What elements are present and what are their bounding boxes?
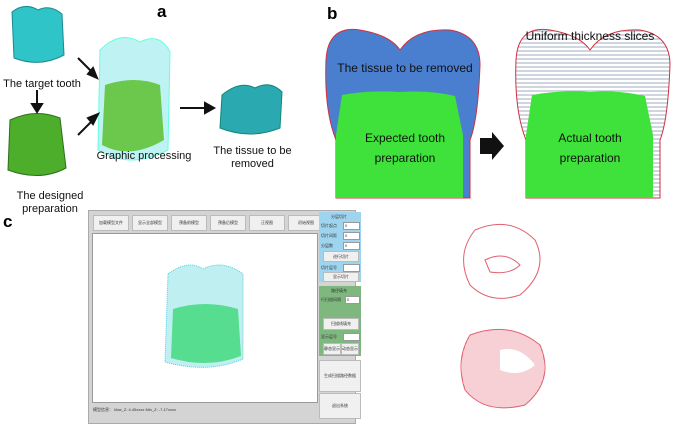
- label-actual-prep: Actual tooth preparation: [558, 131, 622, 165]
- fill-group-title: 路径填充: [331, 288, 347, 293]
- label-tissue-removed: The tissue to be removed: [337, 61, 473, 75]
- label-uniform-slices: Uniform thickness slices: [525, 29, 655, 43]
- generate-path-button[interactable]: 生成扫描路径数据: [319, 360, 361, 392]
- load-model-button[interactable]: 加载模型文件: [93, 215, 129, 231]
- layers-input[interactable]: 0: [343, 242, 360, 250]
- target-tooth: [11, 6, 65, 63]
- slice-group-title: 分层切片: [331, 214, 347, 219]
- exit-button[interactable]: 退出系统: [319, 393, 361, 419]
- combined-prep: [102, 80, 164, 152]
- show-layer-select[interactable]: [343, 333, 360, 341]
- layer-no-select[interactable]: [343, 264, 360, 272]
- slice-interval-label: 切片间距: [321, 233, 337, 238]
- panel-b-illustration: [325, 28, 671, 199]
- status-bar: 模型信息： Max_Z: 4.45xxxx Min_Z: -7.17xxxx: [93, 407, 176, 412]
- panel-label-c: c: [3, 212, 13, 231]
- point-cloud-tooth: [164, 264, 244, 368]
- scan-fill-button[interactable]: 扫描线填充: [323, 318, 359, 330]
- caption-graphic-processing: Graphic processing: [96, 150, 192, 162]
- static-display-button[interactable]: 静态显示: [323, 343, 341, 355]
- scan-interval-input[interactable]: 0: [345, 296, 360, 304]
- arrows: [30, 57, 217, 136]
- front-view-button[interactable]: 正视图: [249, 215, 285, 231]
- fill-group: 路径填充 行扫描间隔 0 扫描线填充 显示层号 静态显示 动态显示: [319, 286, 361, 356]
- dynamic-display-button[interactable]: 动态显示: [341, 343, 359, 355]
- post-model-button[interactable]: 预备后模型: [210, 215, 246, 231]
- caption-designed-preparation: The designed preparation: [16, 190, 84, 215]
- pre-model-button[interactable]: 预备前模型: [171, 215, 207, 231]
- caption-tissue-removed: The tissue to be removed: [213, 145, 292, 170]
- layers-label: 分层数: [321, 243, 333, 248]
- show-all-button[interactable]: 显示全部模型: [132, 215, 168, 231]
- do-slice-button[interactable]: 进行切片: [323, 251, 359, 262]
- slice-interval-input[interactable]: 0: [343, 232, 360, 240]
- 3d-viewport[interactable]: [92, 233, 318, 403]
- slice-start-input[interactable]: 0: [343, 222, 360, 230]
- caption-target-tooth: The target tooth: [3, 78, 81, 90]
- layer-no-label: 切片层号: [321, 265, 337, 270]
- show-layer-label: 显示层号: [321, 334, 337, 339]
- show-slice-button[interactable]: 显示切片: [323, 272, 359, 282]
- panel-label-a: a: [157, 2, 167, 21]
- designed-preparation: [7, 113, 67, 176]
- slice-path-illustration: [460, 223, 546, 409]
- slice-group: 分层切片 切片起点 0 切片间距 0 分层数 0 进行切片 切片层号 显示切片: [319, 212, 361, 282]
- scan-interval-label: 行扫描间隔: [321, 297, 341, 302]
- panel-label-b: b: [327, 4, 338, 23]
- panel-a-illustration: [7, 6, 283, 176]
- removed-tissue: [219, 84, 283, 135]
- app-window: 加载模型文件 显示全部模型 预备前模型 预备后模型 正视图 初始视图 模型信息：…: [88, 210, 356, 424]
- label-expected-prep: Expected tooth preparation: [364, 131, 446, 165]
- slice-start-label: 切片起点: [321, 223, 337, 228]
